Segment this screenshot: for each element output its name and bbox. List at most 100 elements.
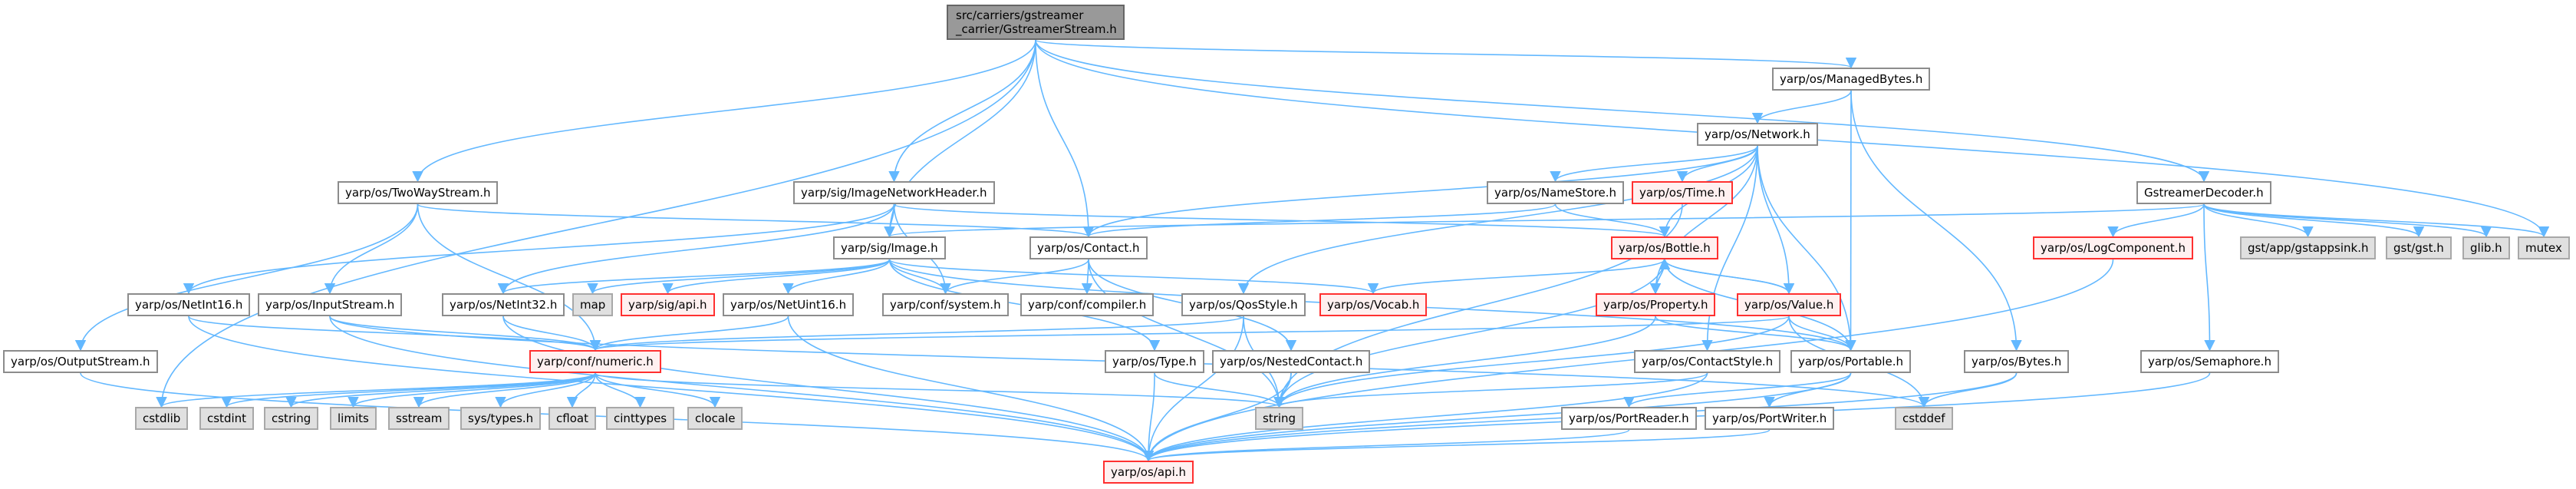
node-property[interactable]: yarp/os/Property.h (1596, 293, 1716, 316)
node-clocale[interactable]: clocale (687, 407, 743, 430)
edge-numeric-to-string (595, 372, 1285, 408)
node-sstream[interactable]: sstream (388, 407, 450, 430)
edge-gstreamerdecoder-to-image (884, 203, 2205, 238)
edge-property-to-string (1273, 316, 1656, 408)
edge-portable-to-portreader (1623, 372, 1852, 408)
edge-network-to-portable (1757, 145, 1856, 352)
edge-numeric-to-cstdint (221, 372, 596, 408)
node-system[interactable]: yarp/conf/system.h (882, 293, 1009, 316)
node-namestore[interactable]: yarp/os/NameStore.h (1487, 181, 1625, 204)
node-qosstyle[interactable]: yarp/os/QosStyle.h (1181, 293, 1306, 316)
node-bottle[interactable]: yarp/os/Bottle.h (1611, 236, 1718, 259)
node-contact[interactable]: yarp/os/Contact.h (1029, 236, 1148, 259)
node-vocab[interactable]: yarp/os/Vocab.h (1319, 293, 1428, 316)
edge-logcomponent-to-osapi (1142, 259, 2114, 462)
edge-netuint16-to-numeric (589, 316, 789, 352)
edge-managedbytes-to-bytes (1850, 90, 2022, 352)
node-gst[interactable]: gst/gst.h (2386, 236, 2452, 259)
edge-value-to-numeric (590, 316, 1790, 352)
node-cstdlib[interactable]: cstdlib (135, 407, 189, 430)
node-semaphore[interactable]: yarp/os/Semaphore.h (2140, 350, 2279, 373)
edge-numeric-to-clocale (595, 372, 721, 408)
node-time[interactable]: yarp/os/Time.h (1632, 181, 1733, 204)
edge-portable-to-osapi (1143, 372, 1852, 462)
node-sigapi[interactable]: yarp/sig/api.h (621, 293, 715, 316)
node-managedbytes[interactable]: yarp/os/ManagedBytes.h (1772, 68, 1931, 91)
edge-type-to-osapi (1142, 372, 1155, 462)
node-gstappsink[interactable]: gst/app/gstappsink.h (2240, 236, 2377, 259)
node-netint16[interactable]: yarp/os/NetInt16.h (127, 293, 251, 316)
node-inputstream[interactable]: yarp/os/InputStream.h (258, 293, 403, 316)
edge-gstreamerdecoder-to-logcomponent (2107, 203, 2205, 238)
edge-namestore-to-bottle (1554, 203, 1671, 238)
node-netuint16[interactable]: yarp/os/NetUint16.h (723, 293, 855, 316)
node-limits[interactable]: limits (330, 407, 377, 430)
edge-network-to-value (1757, 145, 1795, 295)
edge-twowaystream-to-contact (417, 203, 1094, 238)
node-twowaystream[interactable]: yarp/os/TwoWayStream.h (338, 181, 499, 204)
node-portwriter[interactable]: yarp/os/PortWriter.h (1705, 407, 1835, 430)
edge-qosstyle-to-osapi (1142, 316, 1244, 462)
node-cfloat[interactable]: cfloat (548, 407, 596, 430)
node-cstdint[interactable]: cstdint (199, 407, 255, 430)
edge-image-to-vocab (888, 259, 1379, 295)
edge-twowaystream-to-outputstream (74, 203, 419, 352)
node-portable[interactable]: yarp/os/Portable.h (1790, 350, 1911, 373)
node-osapi[interactable]: yarp/os/api.h (1103, 461, 1194, 484)
node-systypes[interactable]: sys/types.h (460, 407, 542, 430)
node-cinttypes[interactable]: cinttypes (606, 407, 675, 430)
edge-gstreamerdecoder-to-semaphore (2203, 203, 2215, 352)
edge-namestore-to-contact (1083, 203, 1556, 238)
node-type[interactable]: yarp/os/Type.h (1105, 350, 1204, 373)
edge-numeric-to-cinttypes (595, 372, 646, 408)
node-nestedcontact[interactable]: yarp/os/NestedContact.h (1212, 350, 1371, 373)
edge-image-to-netint32 (498, 259, 891, 295)
edge-image-to-netuint16 (782, 259, 891, 295)
node-value[interactable]: yarp/os/Value.h (1737, 293, 1842, 316)
node-logcomponent[interactable]: yarp/os/LogComponent.h (2033, 236, 2194, 259)
node-bytes[interactable]: yarp/os/Bytes.h (1964, 350, 2070, 373)
node-image[interactable]: yarp/sig/Image.h (833, 236, 946, 259)
node-compiler[interactable]: yarp/conf/compiler.h (1020, 293, 1155, 316)
edge-network-to-qosstyle (1237, 145, 1758, 295)
node-glib[interactable]: glib.h (2462, 236, 2510, 259)
edge-root-to-contact (1035, 39, 1095, 238)
edge-inputstream-to-numeric (329, 316, 601, 352)
node-gstreamerdecoder[interactable]: GstreamerDecoder.h (2136, 181, 2271, 204)
node-outputstream[interactable]: yarp/os/OutputStream.h (3, 350, 158, 373)
edge-root-to-gstreamerdecoder (1035, 39, 2209, 183)
node-numeric[interactable]: yarp/conf/numeric.h (529, 350, 661, 373)
edge-value-to-portable (1788, 316, 1856, 352)
root-node-gstreamerstream[interactable]: src/carriers/gstreamer _carrier/Gstreame… (947, 5, 1125, 40)
edge-bottle-to-vocab (1368, 259, 1665, 295)
node-network[interactable]: yarp/os/Network.h (1697, 123, 1818, 146)
node-mutex[interactable]: mutex (2518, 236, 2570, 259)
node-map[interactable]: map (572, 293, 614, 316)
edge-contactstyle-to-osapi (1142, 372, 1708, 462)
edge-gstreamerdecoder-to-gst (2203, 203, 2425, 238)
edge-gstreamerdecoder-to-glib (2203, 203, 2492, 238)
node-cstddef[interactable]: cstddef (1895, 407, 1953, 430)
edge-nestedcontact-to-osapi (1142, 372, 1292, 462)
edge-contact-to-system (940, 259, 1089, 295)
edge-managedbytes-to-portable (1845, 90, 1856, 352)
edge-image-to-sigapi (662, 259, 891, 295)
node-contactstyle[interactable]: yarp/os/ContactStyle.h (1634, 350, 1781, 373)
node-cstring[interactable]: cstring (264, 407, 319, 430)
edge-value-to-bottle (1659, 258, 1790, 294)
node-imagenetworkheader[interactable]: yarp/sig/ImageNetworkHeader.h (793, 181, 995, 204)
edge-netint16-to-osapi (188, 316, 1155, 462)
node-string[interactable]: string (1255, 407, 1304, 430)
edge-network-to-time (1676, 145, 1758, 183)
edge-gstreamerdecoder-to-mutex (2203, 203, 2549, 238)
edge-twowaystream-to-numeric (417, 203, 601, 352)
root-node-label-line2: _carrier/GstreamerStream.h (956, 22, 1117, 36)
edge-netint16-to-numeric (188, 316, 601, 352)
edge-image-to-map (587, 259, 891, 295)
node-netint32[interactable]: yarp/os/NetInt32.h (442, 293, 565, 316)
edge-imagenetworkheader-to-netint16 (183, 203, 895, 295)
edge-type-to-string (1154, 372, 1285, 408)
node-portreader[interactable]: yarp/os/PortReader.h (1561, 407, 1697, 430)
edge-inputstream-to-osapi (329, 316, 1155, 462)
edge-contactstyle-to-string (1273, 372, 1708, 408)
